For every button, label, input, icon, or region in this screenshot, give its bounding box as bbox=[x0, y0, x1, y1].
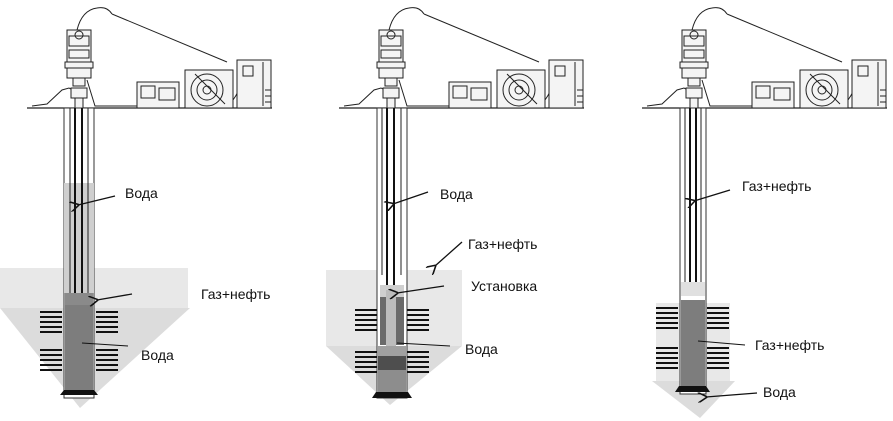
arrow bbox=[78, 195, 116, 205]
arrow bbox=[393, 191, 429, 204]
well-3: Газ+нефть Газ+нефть Вода bbox=[641, 6, 888, 418]
well-1: Вода Газ+нефть Вода bbox=[0, 6, 273, 408]
surface-equipment bbox=[338, 6, 585, 109]
arrow bbox=[435, 241, 463, 266]
label-lower: Вода bbox=[465, 341, 498, 357]
pointer-line bbox=[81, 342, 129, 347]
oil-gas-column bbox=[65, 293, 93, 305]
water-band bbox=[378, 346, 406, 356]
label-upper: Вода bbox=[440, 186, 473, 202]
label-device: Установка bbox=[471, 278, 537, 294]
label-upper: Вода bbox=[125, 185, 158, 201]
well-2: Вода Газ+нефть Установка Вода bbox=[326, 6, 585, 405]
arrow bbox=[397, 285, 445, 293]
label-lower: Вода bbox=[141, 347, 174, 363]
label-middle: Газ+нефть bbox=[755, 337, 824, 353]
pointer-line bbox=[396, 342, 451, 347]
label-middle: Газ+нефть bbox=[201, 286, 270, 302]
surface-equipment bbox=[641, 6, 888, 109]
arrow bbox=[694, 189, 731, 201]
arrow bbox=[97, 293, 133, 300]
oil-gas-column bbox=[681, 300, 705, 388]
formation-cone bbox=[0, 308, 190, 408]
label-upper: Газ+нефть bbox=[742, 178, 811, 194]
arrow bbox=[706, 393, 758, 397]
label-middle: Газ+нефть bbox=[468, 236, 537, 252]
formation-cone bbox=[652, 381, 735, 418]
surface-equipment bbox=[26, 6, 273, 109]
plug bbox=[378, 356, 406, 370]
pointer-line bbox=[697, 340, 746, 346]
label-lower: Вода bbox=[763, 384, 796, 400]
water-column bbox=[64, 183, 94, 293]
